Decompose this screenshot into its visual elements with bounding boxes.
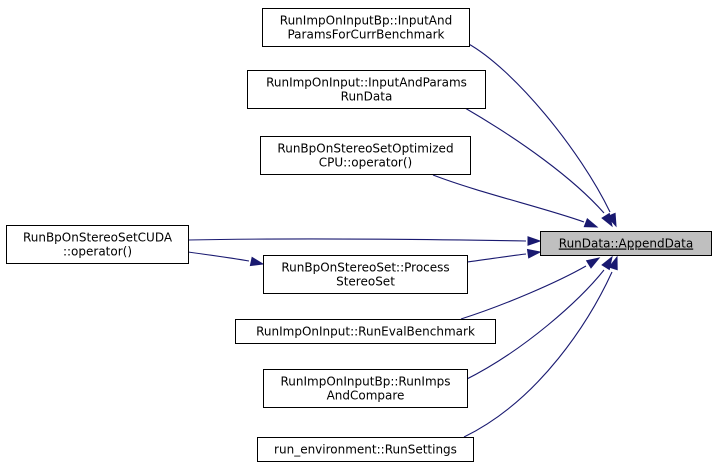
- node-label-line: AndCompare: [327, 389, 405, 403]
- edge-n6-to-focus: [460, 257, 601, 320]
- node-box: [540, 231, 712, 256]
- node-label-line: RunBpOnStereoSetCUDA: [23, 231, 173, 245]
- arrowhead: [527, 236, 542, 246]
- node-box: [260, 136, 471, 175]
- node-label-line: RunImpOnInput::RunEvalBenchmark: [256, 325, 475, 339]
- arrowhead: [583, 217, 599, 228]
- caller-node-n8[interactable]: run_environment::RunSettings: [257, 437, 474, 462]
- node-box: [6, 225, 189, 264]
- node-box: [263, 369, 468, 408]
- edge-line: [460, 265, 587, 320]
- node-label-line: ParamsForCurrBenchmark: [287, 28, 444, 42]
- edge-n5-to-focus: [466, 248, 542, 263]
- node-label-line: ::operator(): [63, 245, 132, 259]
- node-label-line: RunData::AppendData: [559, 237, 693, 251]
- node-label-line: RunData: [341, 90, 393, 104]
- node-label-line: RunImpOnInput::InputAndParams: [266, 76, 467, 90]
- call-edges: [187, 42, 618, 438]
- node-box: [257, 437, 474, 462]
- node-box: [262, 8, 470, 47]
- caller-node-n4[interactable]: RunBpOnStereoSetCUDA::operator(): [6, 225, 189, 264]
- node-label-line: CPU::operator(): [319, 156, 412, 170]
- node-label-line: RunImpOnInputBp::InputAnd: [280, 14, 452, 28]
- edge-line: [464, 107, 605, 214]
- call-nodes: RunImpOnInputBp::InputAndParamsForCurrBe…: [6, 8, 712, 462]
- arrowhead: [249, 256, 265, 267]
- arrowhead: [608, 255, 618, 271]
- arrowhead: [526, 248, 542, 259]
- node-box: [263, 255, 468, 294]
- caller-node-n6[interactable]: RunImpOnInput::RunEvalBenchmark: [235, 319, 496, 344]
- edge-line: [464, 269, 605, 381]
- node-label-line: RunImpOnInputBp::RunImps: [280, 375, 450, 389]
- edge-n4-to-focus: [187, 236, 542, 246]
- node-label-line: run_environment::RunSettings: [274, 443, 457, 457]
- edge-line: [463, 271, 613, 438]
- node-box: [235, 319, 496, 344]
- edge-n2-to-focus: [464, 107, 613, 228]
- edge-n7-to-focus: [464, 255, 613, 381]
- edge-n8-to-focus: [463, 255, 618, 438]
- arrowhead: [601, 212, 613, 228]
- node-label-line: RunBpOnStereoSetOptimized: [277, 142, 453, 156]
- edge-line: [187, 251, 250, 262]
- edge-line: [466, 42, 611, 213]
- edge-n4-to-n5: [187, 251, 265, 267]
- edge-n1-to-focus: [466, 42, 617, 228]
- focus-node[interactable]: RunData::AppendData: [540, 231, 712, 256]
- edge-line: [432, 174, 585, 223]
- node-label-line: RunBpOnStereoSet::Process: [281, 261, 449, 275]
- edge-line: [187, 238, 527, 242]
- edge-n3-to-focus: [432, 174, 599, 228]
- node-box: [247, 70, 486, 109]
- edge-line: [466, 253, 527, 263]
- arrowhead: [585, 257, 601, 269]
- node-label-line: StereoSet: [336, 275, 395, 289]
- caller-node-n1[interactable]: RunImpOnInputBp::InputAndParamsForCurrBe…: [262, 8, 470, 47]
